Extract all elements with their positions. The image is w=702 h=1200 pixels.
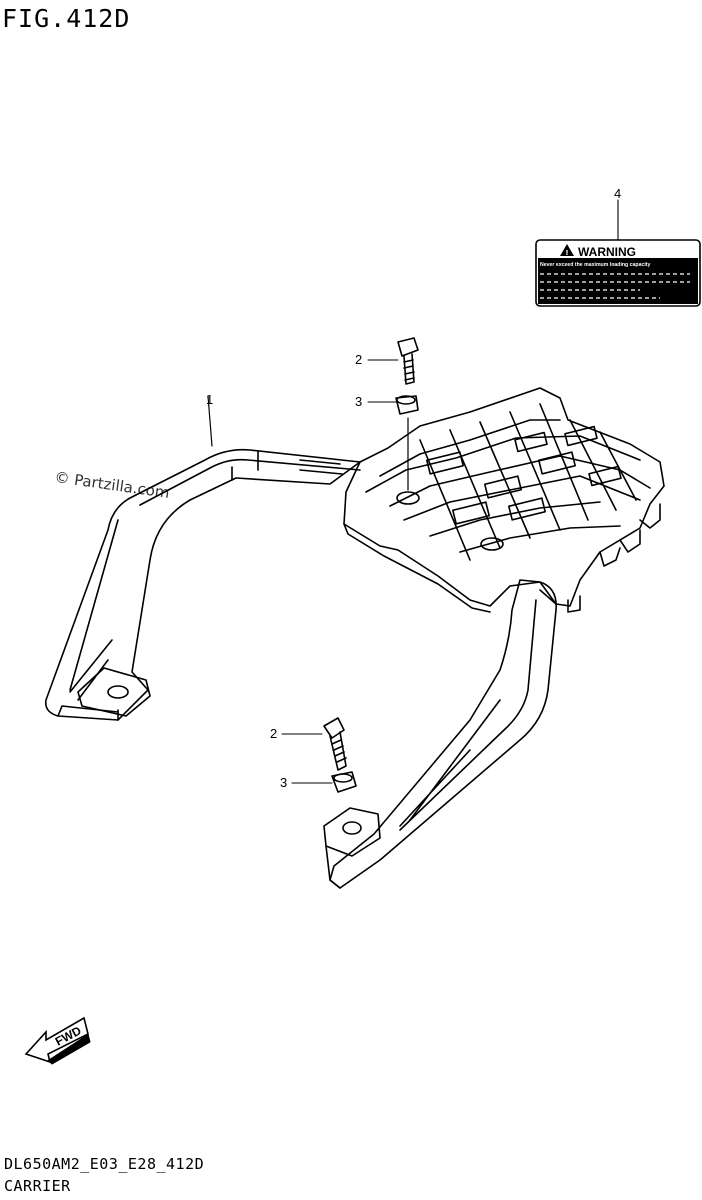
callout-1: 1 <box>206 392 214 407</box>
model-code: DL650AM2_E03_E28_412D <box>4 1155 205 1173</box>
figure-title: FIG.412D <box>2 4 131 33</box>
warning-header: WARNING <box>578 245 636 259</box>
callout-leaders <box>281 199 619 784</box>
carrier-right-rail <box>323 579 557 889</box>
bolt-upper <box>397 337 419 385</box>
warning-label: ! WARNING Never exceed the maximum loadi… <box>535 239 701 307</box>
fwd-arrow: FWD <box>24 1016 91 1065</box>
carrier-rack-platform <box>343 387 665 613</box>
carrier-left-rail <box>44 395 361 721</box>
callout-3-lower: 3 <box>280 775 288 790</box>
bolt-lower <box>323 717 347 771</box>
callout-3-upper: 3 <box>355 394 363 409</box>
figure-caption: CARRIER <box>4 1177 71 1195</box>
warning-line1: Never exceed the maximum loading capacit… <box>540 262 651 268</box>
warning-text-lines <box>540 273 690 299</box>
svg-text:!: ! <box>565 249 568 257</box>
washer-lower <box>331 771 357 793</box>
callout-4: 4 <box>614 186 622 201</box>
callout-2-upper: 2 <box>355 352 363 367</box>
callout-2-lower: 2 <box>270 726 278 741</box>
washer-upper <box>395 395 419 491</box>
